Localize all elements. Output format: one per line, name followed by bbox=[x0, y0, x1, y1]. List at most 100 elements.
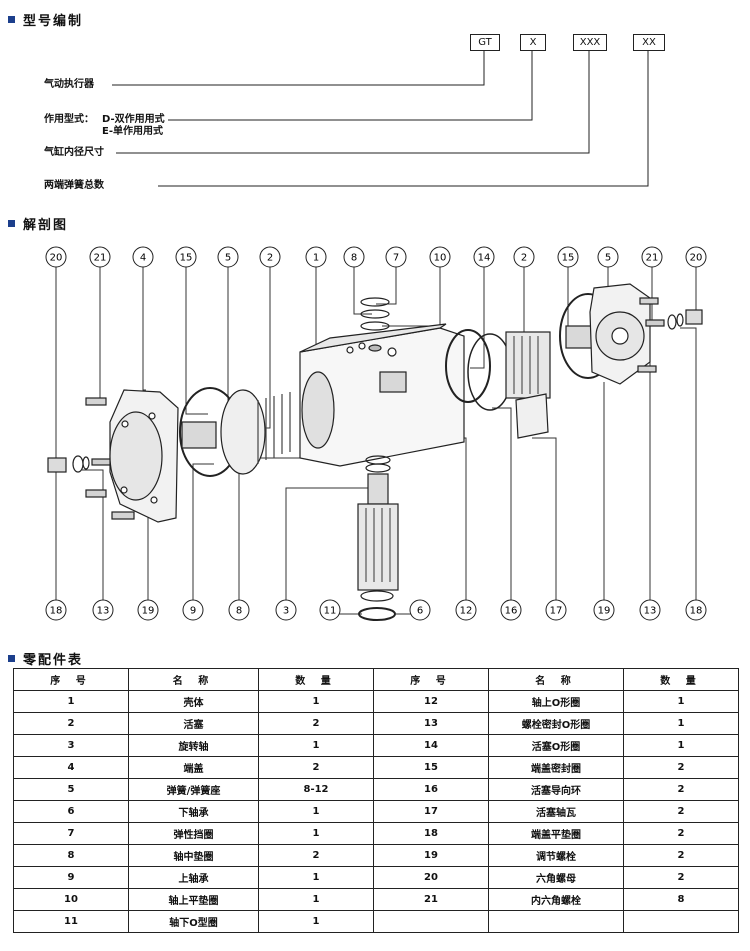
callout-circle bbox=[343, 246, 365, 268]
cell-no: 15 bbox=[373, 756, 489, 779]
cell-name: 活塞轴瓦 bbox=[488, 800, 624, 823]
cell-name: 轴中垫圈 bbox=[128, 844, 259, 867]
cell-qty: 1 bbox=[623, 734, 739, 757]
cell-no: 20 bbox=[373, 866, 489, 889]
callout-number: 4 bbox=[140, 253, 146, 264]
callout-number: 13 bbox=[97, 606, 110, 617]
code-box-bore: XXX bbox=[573, 34, 607, 51]
cell-name: 活塞导向环 bbox=[488, 778, 624, 801]
cell-no: 11 bbox=[13, 910, 129, 933]
cell-no: 4 bbox=[13, 756, 129, 779]
cell-name: 轴上平垫圈 bbox=[128, 888, 259, 911]
callout-number: 20 bbox=[50, 253, 63, 264]
label-type-single: E-单作用用式 bbox=[102, 126, 163, 137]
cell-qty: 1 bbox=[258, 822, 374, 845]
cell-name: 壳体 bbox=[128, 690, 259, 713]
callout-circle bbox=[137, 599, 159, 621]
callout-circle bbox=[89, 246, 111, 268]
callout-bubble: 20 bbox=[685, 246, 707, 268]
cell-no: 10 bbox=[13, 888, 129, 911]
callout-circle bbox=[639, 599, 661, 621]
cell-no: 21 bbox=[373, 888, 489, 911]
callout-number: 21 bbox=[94, 253, 107, 264]
piston-right bbox=[505, 331, 551, 399]
label-actuator: 气动执行器 bbox=[44, 79, 94, 90]
cell-no: 1 bbox=[13, 690, 129, 713]
header-name: 名 称 bbox=[128, 668, 259, 691]
callout-number: 17 bbox=[550, 606, 563, 617]
cell-no: 2 bbox=[13, 712, 129, 735]
section-heading-exploded: 解剖图 bbox=[8, 214, 68, 233]
cell-name: 调节螺栓 bbox=[488, 844, 624, 867]
callout-bubble: 21 bbox=[641, 246, 663, 268]
callout-number: 5 bbox=[225, 253, 231, 264]
callout-number: 9 bbox=[190, 606, 196, 617]
code-box-springs: XX bbox=[633, 34, 665, 51]
parts-drawing bbox=[47, 283, 703, 621]
cell-name: 端盖密封圈 bbox=[488, 756, 624, 779]
cell-name: 内六角螺栓 bbox=[488, 888, 624, 911]
cell-name: 上轴承 bbox=[128, 866, 259, 889]
callout-circle bbox=[385, 246, 407, 268]
callout-circle bbox=[259, 246, 281, 268]
callout-circle bbox=[429, 246, 451, 268]
cell-no bbox=[373, 910, 489, 933]
label-type-prefix: 作用型式： bbox=[44, 114, 94, 125]
piston-left bbox=[220, 389, 266, 475]
washer-right bbox=[667, 314, 677, 330]
leader-line bbox=[285, 487, 368, 600]
leader-line bbox=[470, 267, 485, 369]
callout-number: 15 bbox=[180, 253, 193, 264]
cell-no: 3 bbox=[13, 734, 129, 757]
cap-screw bbox=[85, 397, 107, 406]
callout-number: 12 bbox=[460, 606, 473, 617]
callout-number: 6 bbox=[417, 606, 423, 617]
callout-bubble: 17 bbox=[545, 599, 567, 621]
callout-bubble: 15 bbox=[175, 246, 197, 268]
header-no: 序 号 bbox=[373, 668, 489, 691]
callout-bubble: 20 bbox=[45, 246, 67, 268]
cell-qty: 2 bbox=[623, 800, 739, 823]
cell-qty: 8 bbox=[623, 888, 739, 911]
leader-line bbox=[376, 267, 397, 305]
cell-qty: 8-12 bbox=[258, 778, 374, 801]
callout-circle bbox=[409, 599, 431, 621]
piston-o-ring bbox=[445, 329, 491, 403]
housing-top bbox=[299, 323, 447, 353]
cell-name: 六角螺母 bbox=[488, 866, 624, 889]
label-springs: 两端弹簧总数 bbox=[44, 180, 104, 191]
label-bore: 气缸内径尺寸 bbox=[44, 147, 104, 158]
cell-name: 旋转轴 bbox=[128, 734, 259, 757]
callout-circle bbox=[685, 599, 707, 621]
callout-number: 3 bbox=[283, 606, 289, 617]
hex-nut-right bbox=[685, 309, 703, 325]
callout-circle bbox=[557, 246, 579, 268]
code-box-series: GT bbox=[470, 34, 500, 51]
callout-circle bbox=[275, 599, 297, 621]
leader-line bbox=[192, 463, 214, 600]
cell-name bbox=[488, 910, 624, 933]
callout-circle bbox=[545, 599, 567, 621]
callout-circle bbox=[217, 246, 239, 268]
cell-no: 18 bbox=[373, 822, 489, 845]
leader-line bbox=[142, 267, 146, 391]
callout-bubble: 5 bbox=[597, 246, 619, 268]
callout-circle bbox=[473, 246, 495, 268]
cell-no: 17 bbox=[373, 800, 489, 823]
cell-no: 8 bbox=[13, 844, 129, 867]
callout-bubble: 18 bbox=[45, 599, 67, 621]
cap-screw bbox=[637, 365, 657, 373]
cell-qty bbox=[623, 910, 739, 933]
end-cap-left-face bbox=[109, 411, 163, 501]
cell-qty: 1 bbox=[258, 866, 374, 889]
cell-qty: 1 bbox=[258, 800, 374, 823]
cell-qty: 2 bbox=[623, 844, 739, 867]
callout-bubble: 19 bbox=[137, 599, 159, 621]
leader-line bbox=[680, 327, 697, 600]
washer-mid bbox=[365, 463, 391, 473]
